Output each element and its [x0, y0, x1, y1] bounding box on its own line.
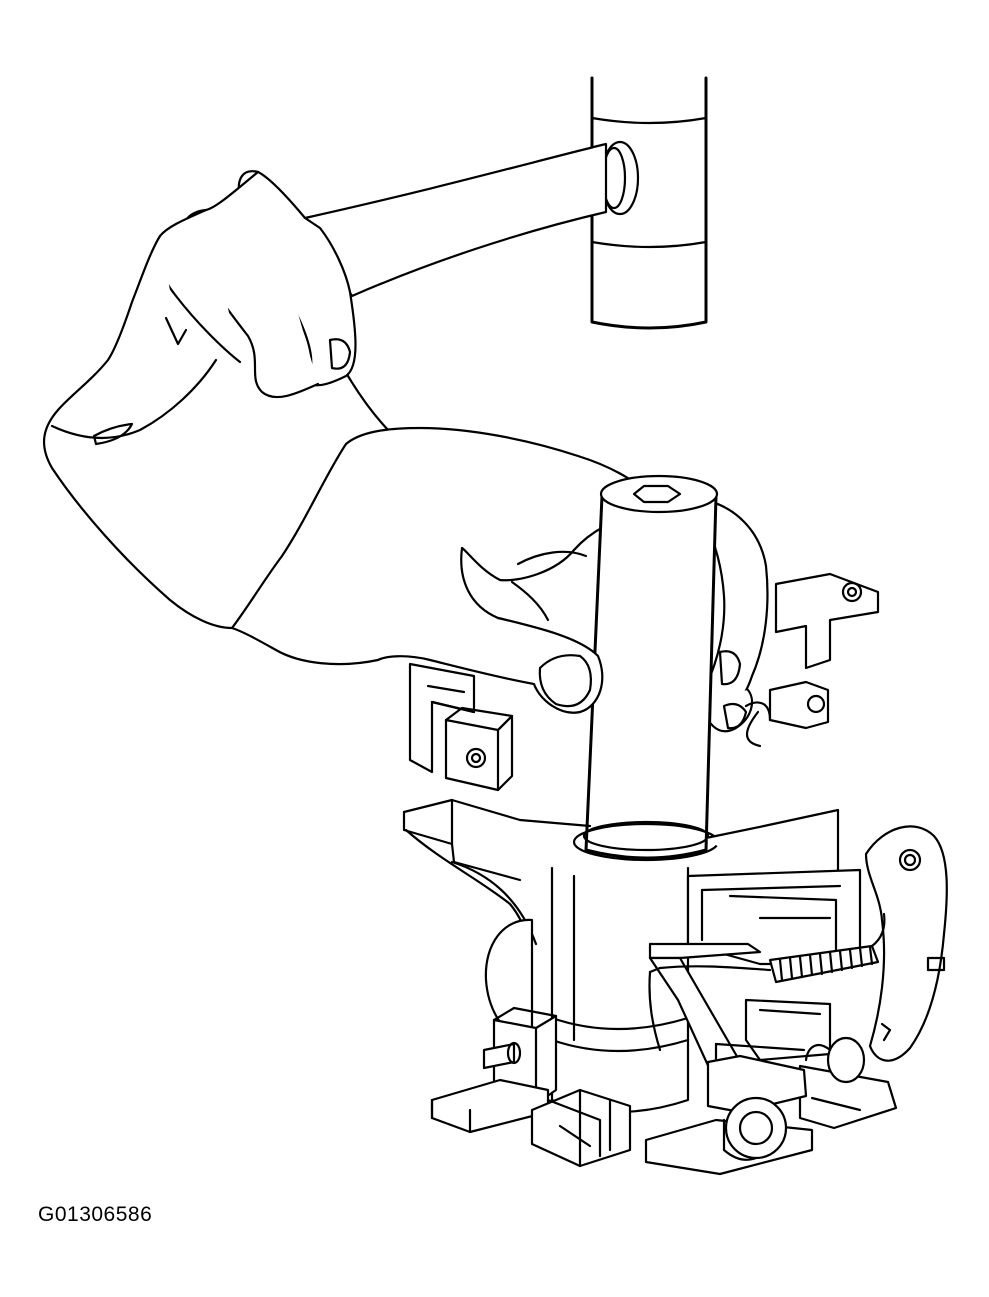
lock-housing	[402, 572, 898, 1176]
left-hand	[43, 170, 394, 630]
pivot-lever	[864, 825, 948, 1062]
hammer	[303, 76, 708, 330]
spring	[648, 912, 886, 1052]
figure-id-label: G01306586	[38, 1203, 153, 1226]
driver-tool	[496, 474, 720, 862]
